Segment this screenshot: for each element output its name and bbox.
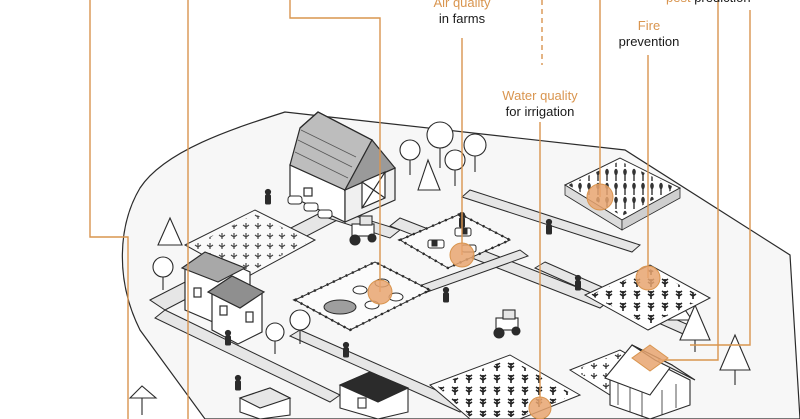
- barn-icon: [289, 111, 396, 223]
- label-fire-prevention: Fire prevention: [610, 18, 688, 50]
- hay-bales: [287, 195, 333, 219]
- sensor-marker-icon: [367, 183, 669, 419]
- truck-icon: [238, 387, 292, 419]
- label-fire-prevention-accent: Fire: [637, 18, 661, 33]
- pig-pen: [292, 260, 433, 332]
- farmhouse-icon: [180, 251, 266, 345]
- umbrella-icon: [128, 385, 158, 415]
- sensor-callouts: [89, 0, 751, 419]
- label-fire-prevention-rest: prevention: [618, 34, 680, 49]
- label-pest-prediction-rest: prediction: [694, 0, 750, 5]
- label-pest-prediction: pest prediction: [666, 0, 800, 6]
- farmer-icon: [224, 188, 582, 391]
- label-water-quality-rest: for irrigation: [505, 104, 575, 119]
- label-air-quality-rest: in farms: [438, 11, 486, 26]
- shed-icon: [338, 371, 410, 419]
- label-water-quality-accent: Water quality: [502, 88, 578, 103]
- tractor-icon: [349, 215, 521, 339]
- label-air-quality-accent: Air quality: [433, 0, 491, 10]
- pond: [323, 299, 357, 315]
- tree-icon: [152, 121, 751, 385]
- crop-field-right: [583, 264, 712, 331]
- label-water-quality: Water quality for irrigation: [488, 88, 592, 120]
- label-pest-prediction-accent: pest: [666, 0, 691, 5]
- label-air-quality: Air quality in farms: [414, 0, 510, 27]
